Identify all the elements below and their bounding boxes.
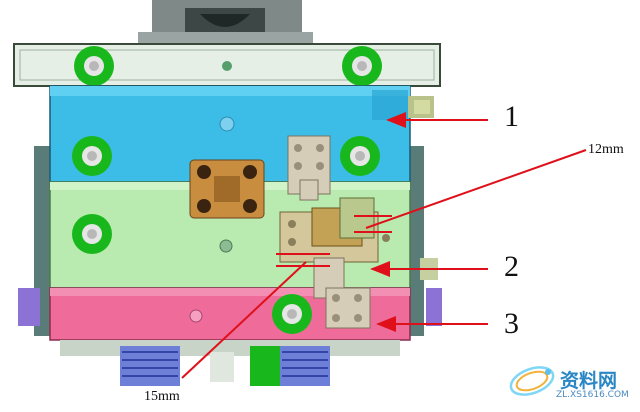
plate-1-hole bbox=[219, 116, 235, 132]
dimension-label-12mm: 12mm bbox=[588, 142, 624, 157]
bolt-head bbox=[342, 46, 382, 86]
bolt-head bbox=[74, 46, 114, 86]
leader-15mm bbox=[181, 261, 307, 379]
watermark-logo bbox=[509, 366, 555, 396]
locating-hole bbox=[222, 61, 232, 71]
callout-label-2: 2 bbox=[504, 250, 519, 283]
core-block bbox=[189, 159, 265, 219]
watermark-site-name: 资料网 bbox=[560, 370, 618, 392]
dimension-label-15mm: 15mm bbox=[144, 389, 180, 404]
bolt-head bbox=[272, 294, 312, 334]
right-lock-block bbox=[426, 288, 442, 326]
spring-coils bbox=[122, 351, 328, 377]
bolt-head bbox=[340, 136, 380, 176]
plate-3-hole bbox=[189, 309, 203, 323]
latch-upper-bar bbox=[287, 135, 331, 201]
sprue-bushing bbox=[138, 0, 313, 44]
leader-12mm bbox=[365, 149, 587, 229]
right-side-rail bbox=[408, 146, 424, 336]
callout-label-1: 1 bbox=[504, 100, 519, 133]
watermark-site-url: ZL.XS1616.COM bbox=[556, 390, 629, 400]
bottom-base bbox=[60, 340, 400, 386]
left-lock-block bbox=[18, 288, 40, 326]
callout-label-3: 3 bbox=[504, 307, 519, 340]
side-fitting bbox=[408, 96, 434, 118]
plate-2-hole bbox=[219, 239, 233, 253]
bolt-head bbox=[72, 136, 112, 176]
latch-lower-bar bbox=[313, 257, 371, 329]
bolt-head bbox=[72, 214, 112, 254]
